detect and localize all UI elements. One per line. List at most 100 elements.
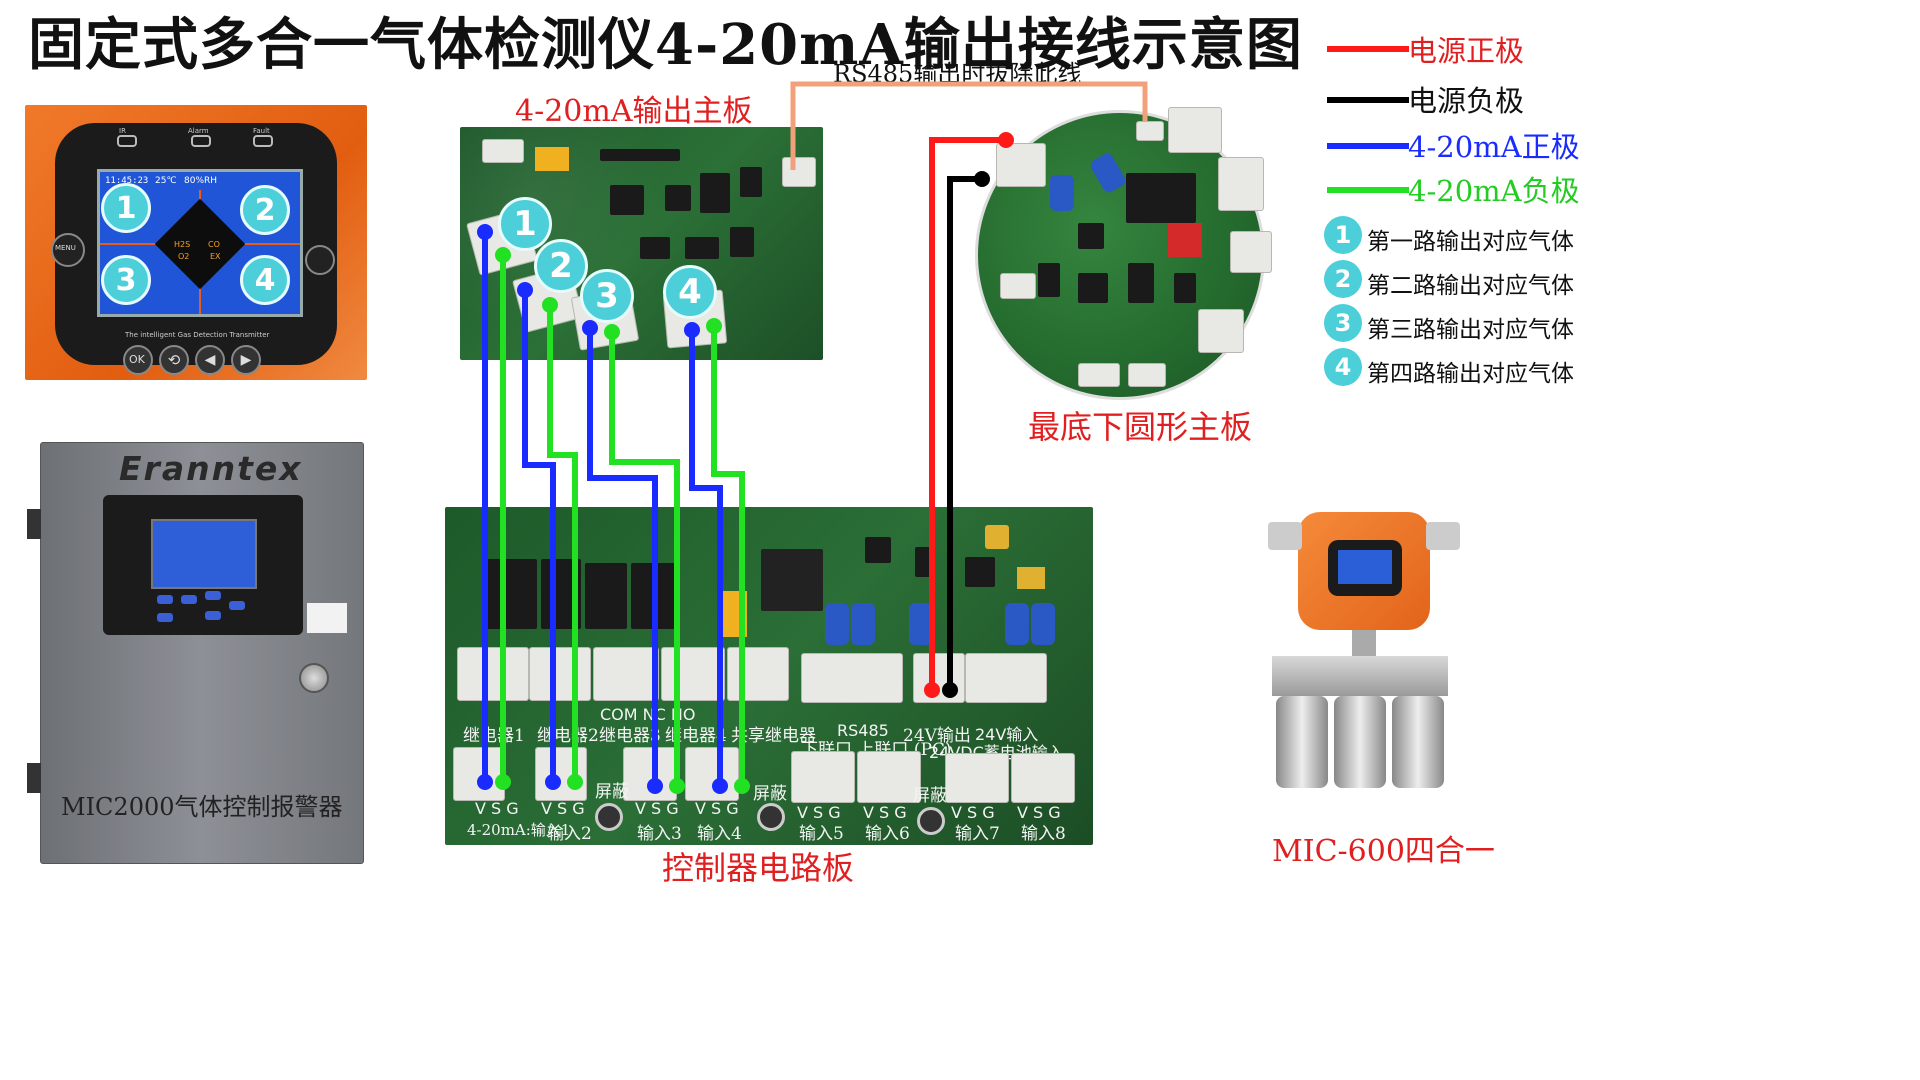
menu-button[interactable]: MENU: [51, 233, 85, 267]
vsg-label-1: V S G: [475, 799, 519, 818]
legend-channel-2-label: 第二路输出对应气体: [1367, 273, 1574, 299]
legend-line-signal-negative: [1327, 187, 1409, 193]
cabinet-model: MIC2000气体控制报警器: [61, 793, 343, 821]
input-label-2: 输入2: [547, 824, 592, 844]
round-terminal-left: [1000, 273, 1036, 299]
left-arrow-button[interactable]: ◀: [195, 345, 225, 375]
relay-label-2: 继电器2: [537, 726, 599, 746]
input-label-6: 输入6: [865, 824, 910, 844]
output-main-board: 1 2 3 4: [460, 127, 823, 360]
vsg-label-2: V S G: [541, 799, 585, 818]
refresh-button[interactable]: ⟲: [159, 345, 189, 375]
output-board-connector-left: [482, 139, 524, 163]
mcu-chip: [761, 549, 823, 611]
right-button[interactable]: [305, 245, 335, 275]
indicator-alarm: [191, 135, 211, 147]
power-negative-end-top: [974, 171, 990, 187]
vsg-label-4: V S G: [695, 799, 739, 818]
controller-board-label: 控制器电路板: [662, 849, 855, 887]
input-label-5: 输入5: [799, 824, 844, 844]
round-terminal-bottom: [1078, 363, 1120, 387]
legend-badge-1: 1: [1324, 216, 1362, 254]
mount-hole-3: [917, 807, 945, 835]
legend-channel-3-label: 第三路输出对应气体: [1367, 317, 1574, 343]
legend-channel-1-label: 第一路输出对应气体: [1367, 229, 1574, 255]
controller-cabinet: Eranntex MIC2000气体控制报警器: [27, 442, 364, 864]
cabinet-hinge-bottom: [27, 763, 41, 793]
round-terminal-bottom-right: [1198, 309, 1244, 353]
legend-badge-2: 2: [1324, 260, 1362, 298]
cabinet-keypad: [157, 591, 247, 627]
detector-front-panel: IR Alarm Fault 11:45:23 25℃ 80%RH H2S CO…: [25, 105, 367, 380]
power-in-label: 24V输入: [975, 725, 1039, 744]
legend-label-power-positive: 电源正极: [1408, 34, 1525, 68]
power-out-terminal: [913, 653, 965, 703]
input-terminal-3: [623, 747, 677, 801]
detector-label: MIC-600四合一: [1272, 834, 1495, 869]
screen-gas-co: CO: [208, 240, 220, 249]
output-badge-4: 4: [663, 265, 717, 319]
relay-block-4: [631, 563, 675, 629]
panel-badge-1: 1: [101, 183, 151, 233]
cabinet-brand: Eranntex: [119, 449, 303, 488]
panel-badge-4: 4: [240, 255, 290, 305]
legend-line-power-negative: [1327, 97, 1409, 103]
round-board-relay: [1168, 223, 1202, 257]
indicator-ir: [117, 135, 137, 147]
vsg-label-6: V S G: [863, 803, 907, 822]
round-terminal-right-2: [1230, 231, 1272, 273]
vsg-label-5: V S G: [797, 803, 841, 822]
round-board-rs485-connector: [1136, 121, 1164, 141]
round-terminal-right: [1218, 157, 1264, 211]
input-terminal-4: [685, 747, 739, 801]
right-arrow-button[interactable]: ▶: [231, 345, 261, 375]
relay-terminal-2: [529, 647, 591, 701]
input-label-7: 输入7: [955, 824, 1000, 844]
legend-label-signal-positive: 4-20mA正极: [1408, 130, 1580, 164]
input-label-4: 输入4: [697, 824, 742, 844]
legend-line-power-positive: [1327, 46, 1409, 52]
mount-hole-2: [757, 803, 785, 831]
cabinet-screen: [151, 519, 257, 589]
page-title: 固定式多合一气体检测仪4-20mA输出接线示意图: [28, 12, 1303, 78]
rs485-note: RS485输出时拔除此线: [833, 60, 1082, 88]
round-board-label: 最底下圆形主板: [1028, 408, 1253, 446]
relay-label-4: 继电器4: [665, 726, 727, 746]
shield-label-1: 屏蔽: [595, 782, 629, 802]
screen-gas-o2: O2: [178, 252, 190, 261]
input-terminal-8: [1011, 753, 1075, 803]
legend-badge-4: 4: [1324, 348, 1362, 386]
round-terminal-top-left: [996, 143, 1046, 187]
legend-line-signal-positive: [1327, 143, 1409, 149]
sensor-2: [1334, 696, 1386, 788]
panel-badge-3: 3: [101, 255, 151, 305]
screen-gas-h2s: H2S: [174, 240, 191, 249]
relay-block-3: [585, 563, 627, 629]
input-label-3: 输入3: [637, 824, 682, 844]
dc-jack[interactable]: [985, 525, 1009, 549]
panel-footer-text: The intelligent Gas Detection Transmitte…: [125, 331, 270, 339]
cabinet-lock[interactable]: [299, 663, 329, 693]
detector-right-plug: [1426, 522, 1460, 550]
detector-left-plug: [1268, 522, 1302, 550]
input-label-1: 4-20mA:输入1: [467, 821, 571, 839]
input-terminal-1: [453, 747, 505, 801]
screen-humidity: 80%RH: [184, 176, 218, 186]
input-label-8: 输入8: [1021, 824, 1066, 844]
screen-temp: 25℃: [155, 176, 177, 186]
output-badge-2: 2: [534, 239, 588, 293]
indicator-ir-label: IR: [119, 127, 126, 135]
vsg-label-8: V S G: [1017, 803, 1061, 822]
input-terminal-6: [857, 751, 921, 803]
rs485-terminal: [801, 653, 903, 703]
relay-terminal-3: [593, 647, 659, 701]
output-board-label: 4-20mA输出主板: [515, 94, 753, 129]
ok-button[interactable]: OK: [123, 345, 153, 375]
detector-neck: [1352, 630, 1376, 660]
output-board-rs485-connector: [782, 157, 816, 187]
output-board-capacitor: [535, 147, 569, 171]
relay-label-shared: 共享继电器: [731, 726, 816, 746]
input-terminal-2: [535, 747, 587, 801]
detector-manifold: [1272, 656, 1448, 696]
relay-label-3: 继电器3: [599, 726, 661, 746]
